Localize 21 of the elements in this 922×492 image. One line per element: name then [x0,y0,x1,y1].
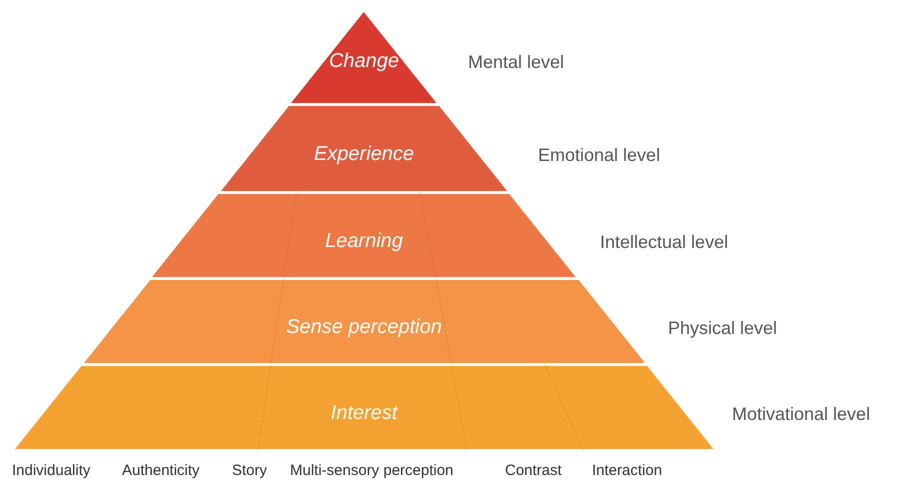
level-title: Sense perception [286,316,442,338]
level-label: Emotional level [538,144,660,166]
pyramid-level [220,106,508,191]
level-label: Physical level [668,318,778,338]
pyramid-level [14,366,714,449]
level-title: Interest [330,402,398,424]
pyramid-level [152,194,576,277]
category-label: Authenticity [122,462,200,479]
category-label: Individuality [12,462,90,479]
level-title: Experience [314,142,414,166]
level-title: Change [328,50,400,72]
category-label: Contrast [505,462,562,479]
level-title: Learning [325,230,403,252]
level-label: Motivational level [732,404,870,424]
category-label: Interaction [592,462,662,479]
pyramid-level [291,12,437,103]
category-label: Multi-sensory perception [290,462,454,479]
level-label: Intellectual level [600,232,728,252]
pyramid-level [84,280,644,363]
category-label: Story [232,462,268,479]
level-label: Mental level [468,52,564,72]
